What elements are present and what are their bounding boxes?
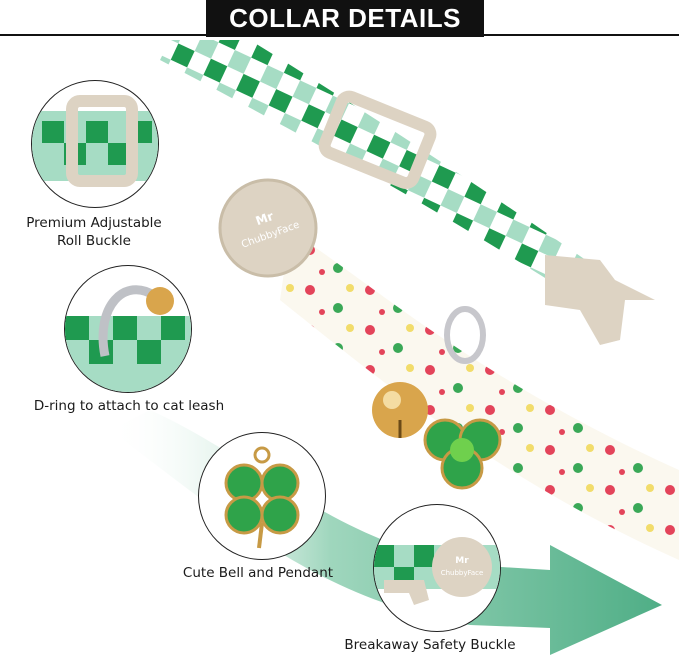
callout-breakaway-buckle: Mr ChubbyFace <box>373 504 501 632</box>
label-breakaway-buckle: Breakaway Safety Buckle <box>344 637 516 653</box>
roll-buckle-closeup-image <box>32 95 158 187</box>
page-title: COLLAR DETAILS <box>206 0 484 37</box>
svg-text:ChubbyFace: ChubbyFace <box>441 569 484 577</box>
roll-buckle <box>318 90 437 190</box>
callout-d-ring <box>64 265 192 393</box>
callout-roll-buckle <box>31 80 159 208</box>
gold-bell <box>372 382 428 438</box>
shamrock-pendant <box>423 418 502 490</box>
label-bell-pendant: Cute Bell and Pendant <box>182 565 334 581</box>
callout-bell-pendant <box>198 432 326 560</box>
title-divider-right <box>484 34 679 36</box>
breakaway-buckle-closeup-image: Mr ChubbyFace <box>374 537 500 605</box>
label-d-ring: D-ring to attach to cat leash <box>33 398 225 414</box>
pendant-closeup-image <box>224 446 300 549</box>
breakaway-buckle-end <box>545 255 655 345</box>
label-roll-buckle: Premium Adjustable Roll Buckle <box>26 215 162 249</box>
svg-text:Mr: Mr <box>455 556 469 566</box>
title-divider-left <box>0 34 206 36</box>
d-ring-closeup-image <box>65 285 191 392</box>
d-ring <box>444 306 486 364</box>
svg-text:Mr: Mr <box>254 209 276 228</box>
floral-collar-strap <box>280 230 679 560</box>
brand-logo-disc: Mr ChubbyFace <box>218 178 318 278</box>
